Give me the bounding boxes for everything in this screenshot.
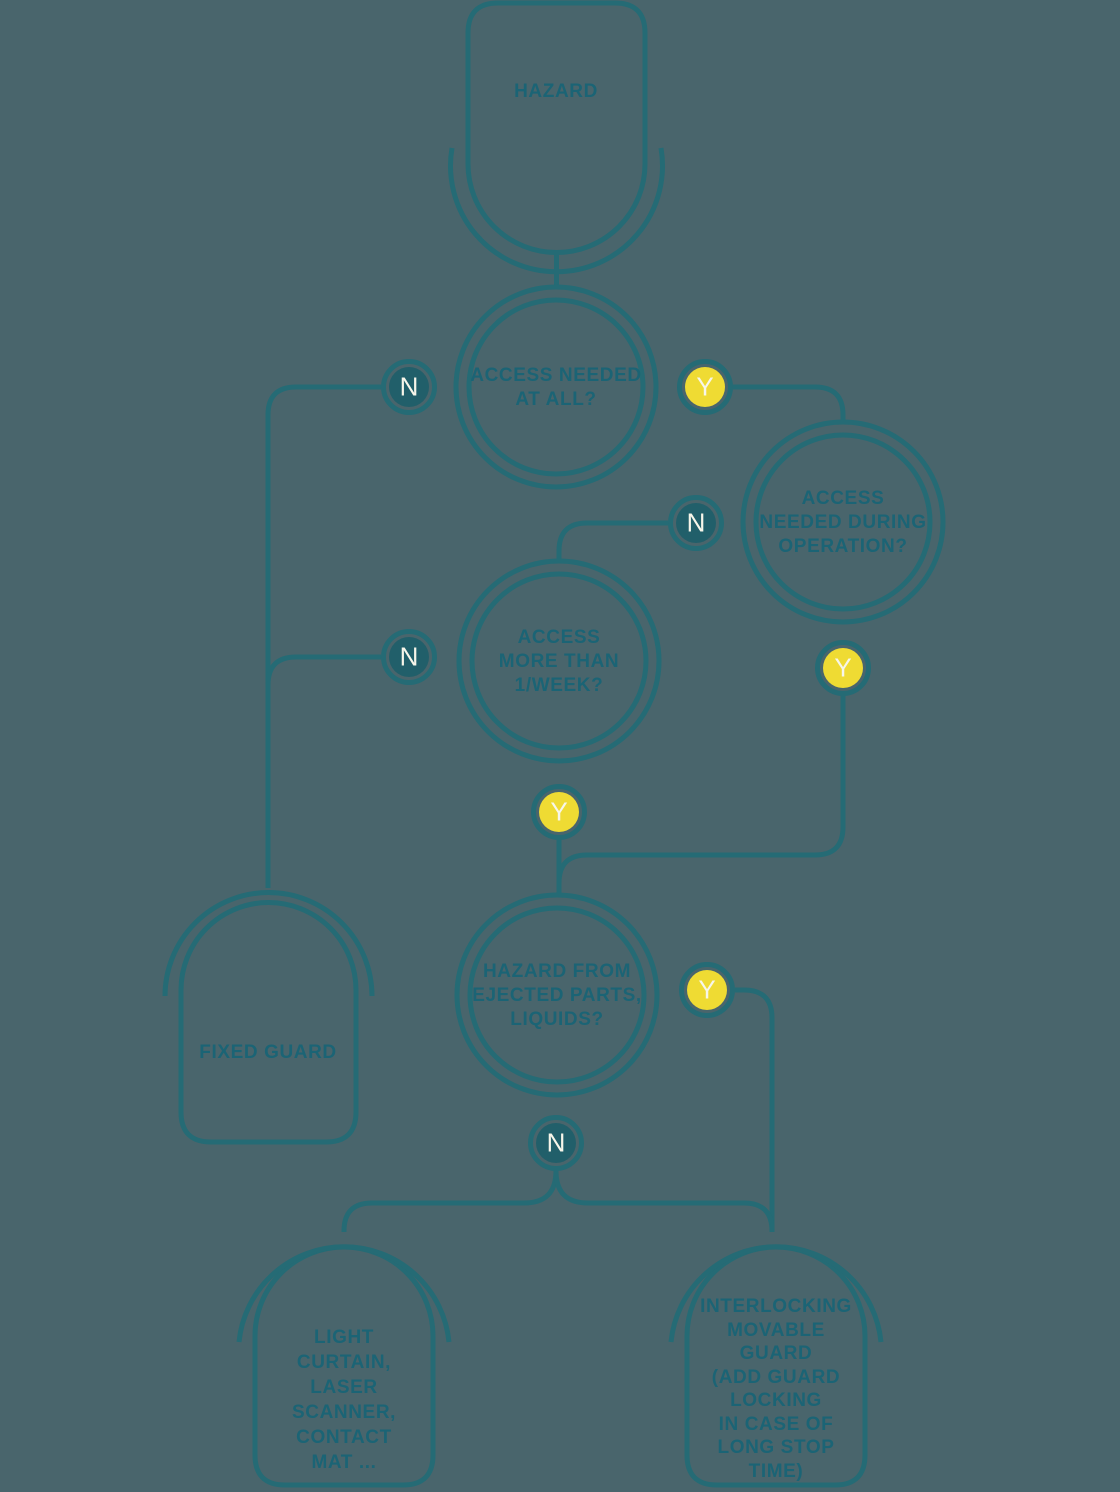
- light-curtain-shape: [252, 1244, 436, 1488]
- q2-no-ring: [668, 495, 724, 551]
- q1-circle-inner: [466, 297, 646, 477]
- q4-no-ring: [528, 1115, 584, 1171]
- light-curtain-outer-arc: [236, 1244, 452, 1343]
- connector-q4-yes: [735, 987, 775, 1232]
- fixed-guard-label: FIXED GUARD: [199, 1042, 337, 1063]
- q1-no-label: N: [399, 371, 419, 402]
- connector-q3-no: [265, 654, 381, 686]
- connector-q1-no: [265, 384, 381, 888]
- hazard-label: HAZARD: [514, 81, 598, 102]
- hazard-shape: [465, 0, 648, 255]
- q4-yes-ring: [679, 962, 735, 1018]
- q3-label: ACCESS MORE THAN 1/WEEK?: [498, 627, 620, 696]
- q4-no-bubble: [536, 1123, 576, 1163]
- q3-yes-ring: [531, 784, 587, 840]
- q2-no-bubble: [676, 503, 716, 543]
- connector-q4-no-right: [553, 1170, 775, 1232]
- connector-q1-yes: [733, 384, 846, 423]
- q1-label: ACCESS NEEDED AT ALL?: [470, 365, 642, 410]
- fixed-guard-outer-arc: [162, 890, 375, 997]
- connector-q2-yes: [556, 696, 846, 896]
- q1-yes-ring: [677, 359, 733, 415]
- q1-yes-label: Y: [696, 371, 714, 402]
- q3-no-ring: [381, 629, 437, 685]
- connector-q4-no-left: [341, 1170, 559, 1232]
- q1-yes-bubble: [685, 367, 725, 407]
- q1-no-ring: [381, 359, 437, 415]
- q3-no-label: N: [399, 641, 419, 672]
- q2-yes-bubble: [823, 648, 863, 688]
- q2-no-label: N: [686, 507, 706, 538]
- q2-yes-ring: [815, 640, 871, 696]
- interlocking-guard-shape: [684, 1244, 868, 1488]
- q4-yes-bubble: [687, 970, 727, 1010]
- interlocking-guard-label: INTERLOCKING MOVABLE GUARD (ADD GUARD LO…: [700, 1296, 852, 1482]
- q3-yes-bubble: [539, 792, 579, 832]
- q1-circle-outer: [453, 284, 659, 490]
- q3-no-bubble: [389, 637, 429, 677]
- q4-circle-inner: [467, 905, 647, 1085]
- interlocking-guard-outer-arc: [668, 1244, 884, 1343]
- q4-yes-label: Y: [698, 974, 716, 1005]
- connector-q2-no: [556, 520, 668, 562]
- q4-no-label: N: [546, 1127, 566, 1158]
- q3-yes-label: Y: [550, 796, 568, 827]
- q2-circle-inner: [753, 432, 933, 612]
- q1-no-bubble: [389, 367, 429, 407]
- light-curtain-label: LIGHT CURTAIN, LASER SCANNER, CONTACT MA…: [291, 1327, 397, 1473]
- q4-label: HAZARD FROM EJECTED PARTS, LIQUIDS?: [472, 961, 642, 1030]
- q3-circle-inner: [469, 571, 649, 751]
- fixed-guard-shape: [178, 900, 359, 1145]
- q2-yes-label: Y: [834, 652, 852, 683]
- q2-label: ACCESS NEEDED DURING OPERATION?: [759, 488, 927, 557]
